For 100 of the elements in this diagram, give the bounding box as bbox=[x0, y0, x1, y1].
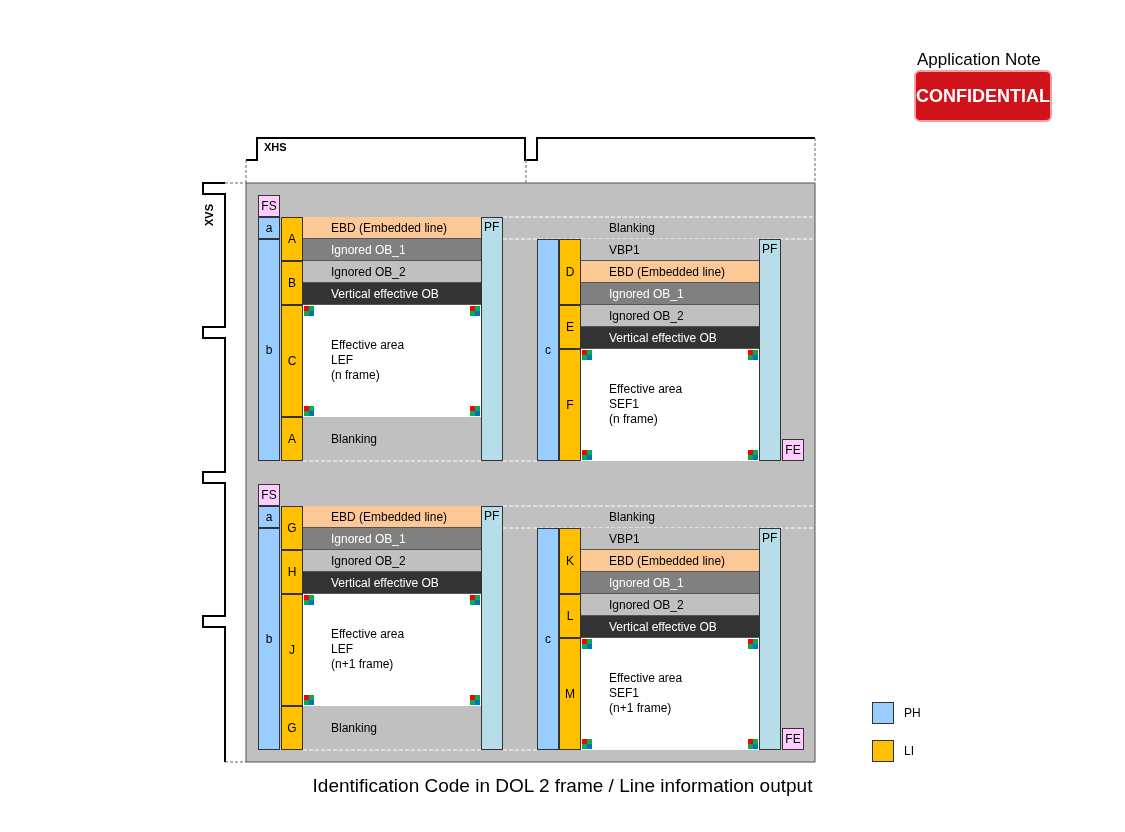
band-label: Blanking bbox=[609, 510, 656, 524]
band-label: EBD (Embedded line) bbox=[331, 220, 448, 235]
area-label: (n frame) bbox=[331, 368, 380, 383]
ph-bar bbox=[258, 506, 280, 528]
line-band bbox=[581, 239, 759, 261]
header-title: Application Note bbox=[917, 50, 1041, 70]
effective-area bbox=[581, 349, 759, 461]
li-bar bbox=[559, 349, 581, 461]
band-label: EBD (Embedded line) bbox=[609, 264, 726, 279]
bar-label: PF bbox=[762, 531, 778, 545]
signal-label: XHS bbox=[264, 141, 287, 153]
code-letter: b bbox=[265, 632, 273, 646]
li-bar bbox=[559, 638, 581, 750]
band-label: Ignored OB_1 bbox=[331, 242, 406, 257]
code-letter: H bbox=[287, 565, 297, 579]
area-label: LEF bbox=[331, 642, 353, 657]
pf-bar bbox=[481, 217, 503, 461]
line-band bbox=[581, 283, 759, 305]
code-label: FE bbox=[785, 443, 801, 457]
ph-bar bbox=[258, 239, 280, 461]
band-label: Vertical effective OB bbox=[331, 575, 439, 590]
code-letter: A bbox=[288, 432, 296, 446]
li-bar bbox=[281, 550, 303, 594]
signal-label: XVS bbox=[203, 204, 215, 226]
bar-label: PF bbox=[484, 220, 500, 234]
line-band bbox=[303, 528, 481, 550]
line-band bbox=[303, 506, 481, 528]
pf-bar bbox=[759, 239, 781, 461]
li-bar bbox=[559, 239, 581, 305]
code-letter: L bbox=[566, 609, 574, 623]
band-label: Ignored OB_2 bbox=[331, 553, 406, 568]
line-band bbox=[303, 239, 481, 261]
band-label: Vertical effective OB bbox=[331, 286, 439, 301]
code-letter: M bbox=[565, 687, 575, 701]
band-label: EBD (Embedded line) bbox=[609, 553, 726, 568]
line-band bbox=[303, 283, 481, 305]
code-letter: a bbox=[265, 221, 273, 235]
line-band bbox=[303, 217, 481, 239]
line-band bbox=[581, 616, 759, 638]
code-letter: E bbox=[566, 320, 574, 334]
li-bar bbox=[559, 528, 581, 594]
area-label: (n+1 frame) bbox=[331, 657, 394, 672]
area-label: SEF1 bbox=[609, 686, 639, 701]
legend-label: PH bbox=[904, 706, 921, 720]
code-letter: B bbox=[288, 276, 296, 290]
line-band bbox=[581, 550, 759, 572]
line-band bbox=[581, 528, 759, 550]
caption: Identification Code in DOL 2 frame / Line information output bbox=[311, 775, 814, 797]
band-label: EBD (Embedded line) bbox=[331, 509, 448, 524]
band-label: Vertical effective OB bbox=[609, 330, 717, 345]
code-letter: J bbox=[289, 643, 295, 657]
code-letter: K bbox=[566, 554, 574, 568]
band-label: Blanking bbox=[609, 221, 656, 235]
li-bar bbox=[281, 706, 303, 750]
area-label: Effective area bbox=[609, 671, 683, 686]
legend-label: LI bbox=[904, 744, 914, 758]
code-label: FS bbox=[261, 199, 277, 213]
ph-bar bbox=[537, 528, 559, 750]
line-band bbox=[581, 327, 759, 349]
band-label: Ignored OB_1 bbox=[609, 286, 684, 301]
li-bar bbox=[559, 305, 581, 349]
ph-bar bbox=[258, 528, 280, 750]
area-label: LEF bbox=[331, 353, 353, 368]
band-label: Vertical effective OB bbox=[609, 619, 717, 634]
band-label: VBP1 bbox=[609, 531, 640, 546]
li-bar bbox=[281, 217, 303, 261]
band-label: Blanking bbox=[331, 432, 378, 446]
area-label: (n+1 frame) bbox=[609, 701, 672, 716]
band-label: Ignored OB_2 bbox=[331, 264, 406, 279]
area-label: SEF1 bbox=[609, 397, 639, 412]
pf-bar bbox=[481, 506, 503, 750]
code-letter: c bbox=[545, 632, 551, 646]
band-label: Ignored OB_1 bbox=[609, 575, 684, 590]
code-letter: F bbox=[566, 398, 574, 412]
area-label: Effective area bbox=[331, 627, 405, 642]
code-letter: G bbox=[287, 721, 297, 735]
line-band bbox=[581, 261, 759, 283]
li-bar bbox=[281, 417, 303, 461]
pf-bar bbox=[759, 528, 781, 750]
li-bar bbox=[281, 261, 303, 305]
line-band bbox=[303, 572, 481, 594]
area-label: (n frame) bbox=[609, 412, 658, 427]
bar-label: PF bbox=[484, 509, 500, 523]
code-letter: b bbox=[265, 343, 273, 357]
area-label: Effective area bbox=[609, 382, 683, 397]
code-letter: A bbox=[288, 232, 296, 246]
confidential-stamp: CONFIDENTIAL bbox=[914, 70, 1052, 122]
band-label: Ignored OB_2 bbox=[609, 308, 684, 323]
code-letter: D bbox=[565, 265, 575, 279]
effective-area bbox=[581, 638, 759, 750]
code-label: FE bbox=[785, 732, 801, 746]
line-band bbox=[581, 572, 759, 594]
effective-area bbox=[303, 305, 481, 417]
code-letter: C bbox=[287, 354, 297, 368]
code-label: FS bbox=[261, 488, 277, 502]
band-label: VBP1 bbox=[609, 242, 640, 257]
li-bar bbox=[281, 305, 303, 417]
ph-bar bbox=[258, 217, 280, 239]
code-letter: c bbox=[545, 343, 551, 357]
li-bar bbox=[281, 506, 303, 550]
